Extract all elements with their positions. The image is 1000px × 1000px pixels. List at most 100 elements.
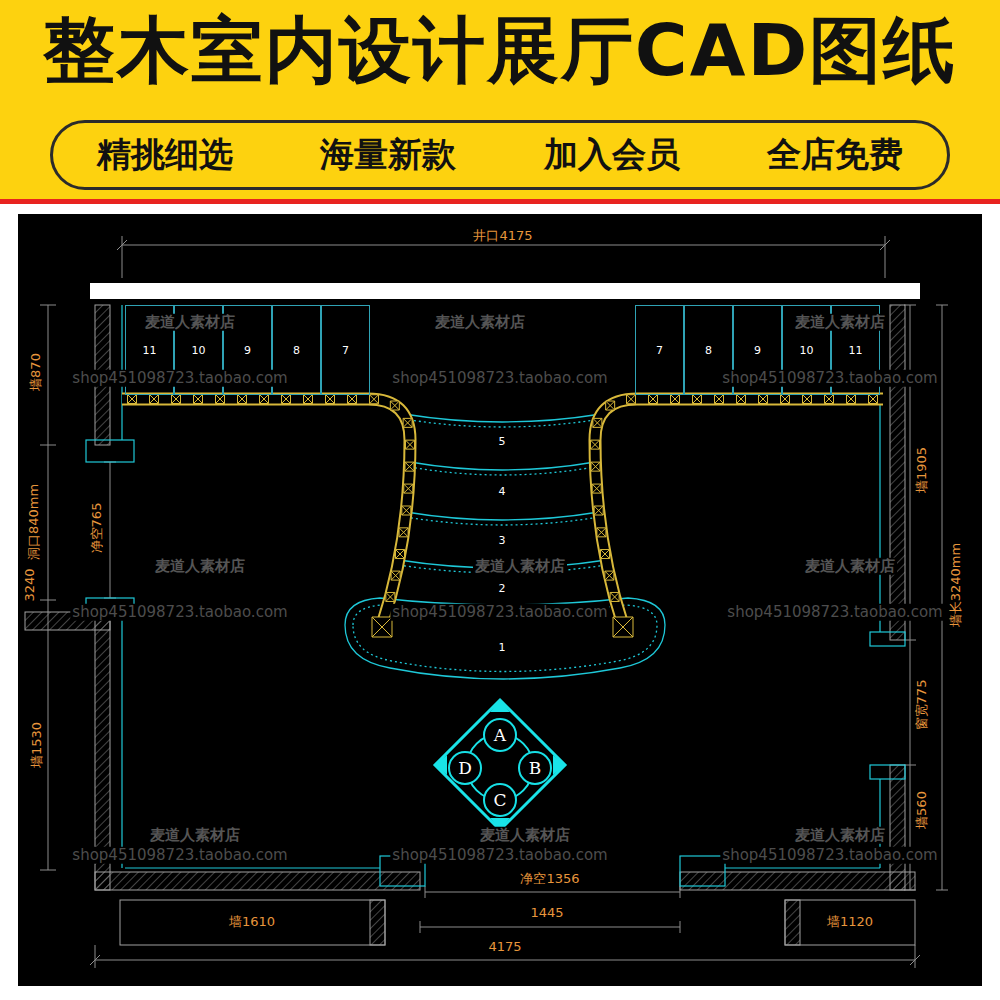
step-nosing xyxy=(399,419,606,573)
jambs xyxy=(86,305,905,886)
wall-outline xyxy=(120,900,385,945)
rail-block xyxy=(386,592,395,601)
stair-step: 2 xyxy=(482,576,522,600)
dimension-line xyxy=(425,886,680,898)
rail-block xyxy=(803,395,812,404)
rail-block xyxy=(649,395,658,404)
dimension-label: 墙1610 xyxy=(227,915,277,929)
watermark: 麦道人素材店 xyxy=(793,827,887,844)
node-text: 4 xyxy=(497,485,508,498)
dimension-label: 净空765 xyxy=(90,501,104,556)
watermark: 麦道人素材店 xyxy=(803,558,897,575)
rail-block xyxy=(671,395,680,404)
rail-block xyxy=(194,395,203,404)
node-text: C xyxy=(493,790,506,810)
rail-core xyxy=(595,399,883,625)
dimension-label: 墙1905 xyxy=(915,445,929,495)
stair-step: 3 xyxy=(482,528,522,552)
wall xyxy=(95,872,420,890)
rail-block xyxy=(172,395,181,404)
compass-circle: C xyxy=(483,783,517,817)
rail-block xyxy=(403,418,412,427)
rail-block xyxy=(593,418,602,427)
dimension-label: 墙长3240mm xyxy=(949,541,963,629)
dimension-label: 净空1356 xyxy=(518,872,581,886)
compass-circle: A xyxy=(483,718,517,752)
watermark: 麦道人素材店 xyxy=(143,314,237,331)
door-jamb xyxy=(86,440,134,462)
rail-block xyxy=(759,395,768,404)
rails xyxy=(122,399,883,625)
rail-block xyxy=(216,395,225,404)
watermark: 麦道人素材店 xyxy=(478,827,572,844)
watermark-url: shop451098723.taobao.com xyxy=(720,847,939,864)
rail-block xyxy=(610,592,619,601)
compass-circle: B xyxy=(518,751,552,785)
rail-block xyxy=(869,395,878,404)
node-text: 精挑细选 xyxy=(97,132,233,178)
rail-block xyxy=(597,528,606,537)
watermark-url: shop451098723.taobao.com xyxy=(725,604,944,621)
compass-circle: D xyxy=(448,751,482,785)
wall xyxy=(785,900,800,945)
node-text: A xyxy=(494,725,506,745)
rail-block xyxy=(693,395,702,404)
window-jamb xyxy=(870,632,905,646)
rail-block xyxy=(591,440,600,449)
watermark-url: shop451098723.taobao.com xyxy=(390,847,609,864)
watermark: 麦道人素材店 xyxy=(148,827,242,844)
dimension-label: 墙870 xyxy=(29,351,43,393)
node-text: 10 xyxy=(799,344,815,357)
dimension-label: 井口4175 xyxy=(471,229,534,243)
node-text: 3 xyxy=(497,534,508,547)
ceiling-beam xyxy=(90,283,920,299)
node-text: 全店免费 xyxy=(767,132,903,178)
rail-block xyxy=(282,395,291,404)
node-text: 8 xyxy=(704,344,713,357)
rail-block xyxy=(600,550,609,559)
cabinet-cell: 7 xyxy=(321,305,370,395)
step-edge xyxy=(410,462,595,470)
dimension-label: 4175 xyxy=(486,940,523,954)
watermark-url: shop451098723.taobao.com xyxy=(390,604,609,621)
rail-block xyxy=(613,617,633,637)
watermark-url: shop451098723.taobao.com xyxy=(70,847,289,864)
rail xyxy=(122,399,410,625)
watermark-url: shop451098723.taobao.com xyxy=(70,370,289,387)
dimension-label: 墙1530 xyxy=(30,720,44,770)
node-text: 11 xyxy=(142,344,158,357)
rail-block xyxy=(128,395,137,404)
watermark: 麦道人素材店 xyxy=(473,558,567,575)
rail-block xyxy=(606,401,615,410)
node-text: 10 xyxy=(191,344,207,357)
node-text: 8 xyxy=(292,344,301,357)
step-edge xyxy=(406,512,599,520)
dimension-label: 墙1120 xyxy=(825,915,875,929)
watermark-url: shop451098723.taobao.com xyxy=(70,604,289,621)
compass-diamond xyxy=(435,700,565,830)
window-jamb xyxy=(870,765,905,779)
drawing-ground xyxy=(18,214,982,986)
dimension-line xyxy=(936,305,948,890)
rail-block xyxy=(825,395,834,404)
rail-block xyxy=(847,395,856,404)
rail-block xyxy=(405,462,414,471)
watermark: 麦道人素材店 xyxy=(433,314,527,331)
rail-block xyxy=(627,395,636,404)
rail-block xyxy=(605,571,614,580)
compass-tips xyxy=(435,700,565,830)
rail-block xyxy=(304,395,313,404)
rail-block xyxy=(326,395,335,404)
wall xyxy=(680,872,915,890)
tagline-box: 精挑细选海量新款加入会员全店免费 xyxy=(50,120,950,190)
rail-block xyxy=(737,395,746,404)
stair-step: 5 xyxy=(482,429,522,453)
stair-step: 4 xyxy=(482,479,522,503)
dimension-line xyxy=(104,462,116,598)
rail-block xyxy=(390,401,399,410)
wall xyxy=(890,305,905,640)
rail-block xyxy=(396,550,405,559)
step-edge xyxy=(404,414,601,422)
cabinet-cell: 7 xyxy=(635,305,684,395)
